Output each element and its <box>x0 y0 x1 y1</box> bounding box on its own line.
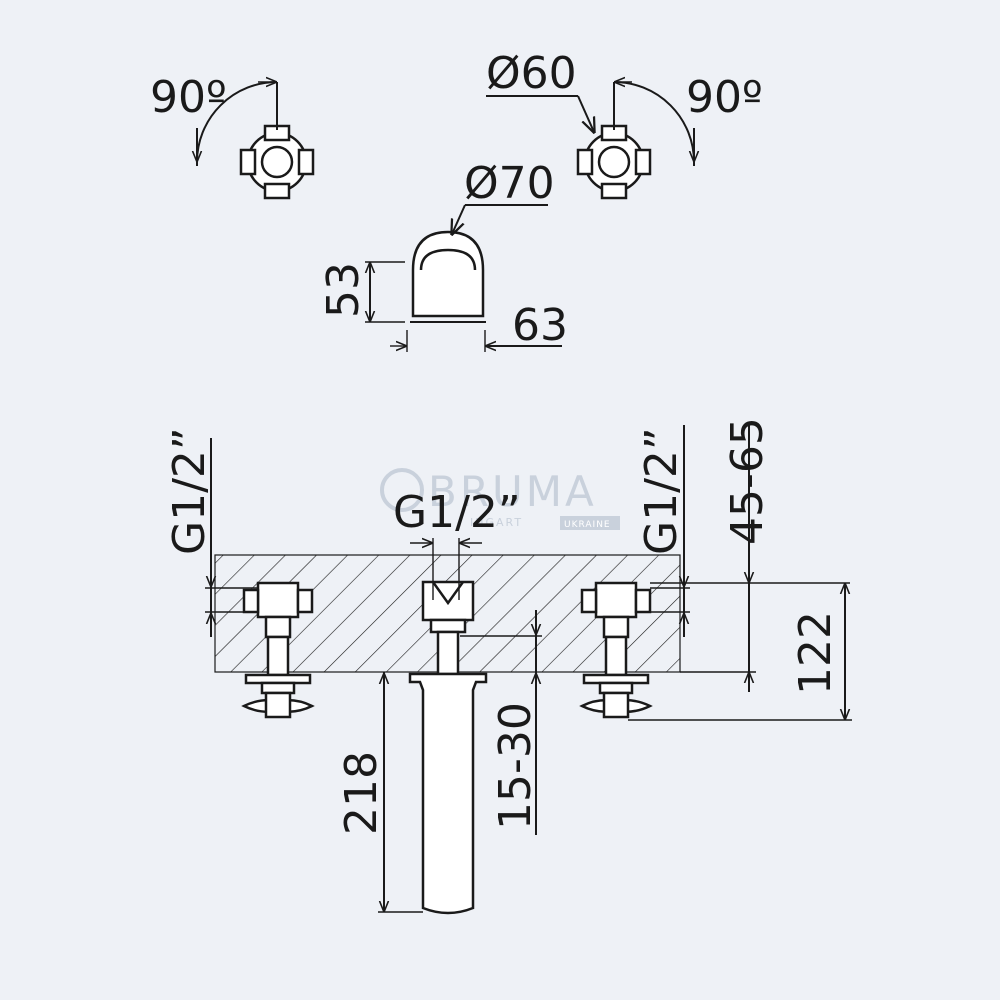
inlet-left-dimension <box>205 438 258 637</box>
wall-depth-dimension <box>650 425 850 692</box>
spout-top-view <box>365 204 562 352</box>
spout-depth-label: 15-30 <box>490 702 541 830</box>
inlet-left-label: G1/2” <box>164 427 215 555</box>
inlet-center-label: G1/2” <box>393 487 521 538</box>
wall-depth-label: 45-65 <box>722 417 773 545</box>
spout-front-view <box>408 580 488 915</box>
spout-length-label: 218 <box>336 751 387 835</box>
handle-diameter-label: Ø60 <box>486 48 577 99</box>
spout-length-dimension <box>378 672 423 913</box>
inlet-right-dimension <box>650 425 690 637</box>
watermark-sub: INGART <box>470 516 523 529</box>
watermark-tag: UKRAINE <box>564 520 611 530</box>
valve-height-dimension <box>628 583 852 721</box>
right-handle-top-view <box>486 82 694 200</box>
valve-height-label: 122 <box>790 611 841 695</box>
spout-height-label: 53 <box>318 262 369 318</box>
rotation-right-label: 90º <box>686 72 763 123</box>
inlet-center-dimension <box>410 538 482 600</box>
spout-depth-dimension <box>460 610 542 835</box>
inlet-right-label: G1/2” <box>636 427 687 555</box>
left-handle-top-view <box>197 82 315 200</box>
right-valve-front-view <box>579 581 653 719</box>
rotation-left-label: 90º <box>150 72 227 123</box>
spout-diameter-label: Ø70 <box>464 158 555 209</box>
watermark: BRUMA INGART UKRAINE <box>380 467 620 530</box>
left-valve-front-view <box>241 581 315 719</box>
watermark-brand: BRUMA <box>428 467 597 516</box>
spout-width-label: 63 <box>512 300 568 351</box>
